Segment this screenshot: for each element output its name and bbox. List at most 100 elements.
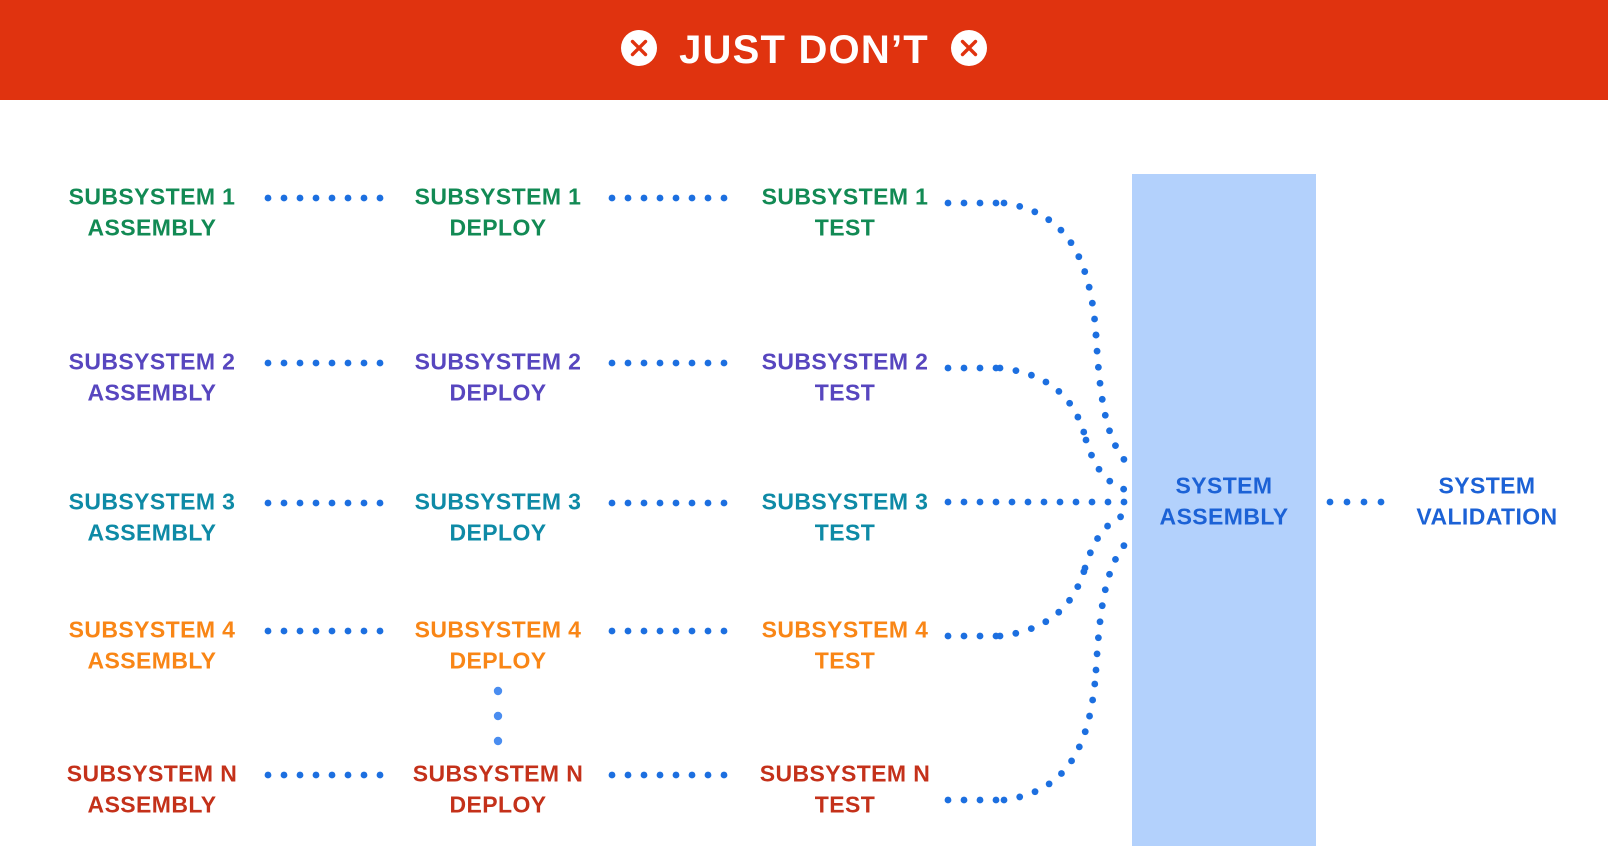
connector-dot: [960, 199, 968, 207]
connector-dot: [1072, 498, 1080, 506]
connector-dot: [1094, 634, 1102, 642]
node-subsystem-2-test[interactable]: SUBSYSTEM 2 TEST: [762, 347, 929, 410]
connector-dot: [1008, 498, 1016, 506]
connector-dot: [344, 194, 352, 202]
connector-dot: [360, 499, 368, 507]
connector-dot: [624, 771, 632, 779]
node-subsystem-n-test[interactable]: SUBSYSTEM N TEST: [760, 759, 931, 822]
node-subsystem-3-deploy[interactable]: SUBSYSTEM 3 DEPLOY: [415, 487, 582, 550]
connector-dot: [1055, 387, 1063, 395]
connector-dot: [1012, 629, 1020, 637]
connector-dot: [720, 771, 728, 779]
connector-dot: [1091, 680, 1099, 688]
connector-dot: [1092, 666, 1100, 674]
connector-dot: [344, 627, 352, 635]
connector-dot: [1088, 498, 1096, 506]
node-line-1: SUBSYSTEM 1: [761, 183, 929, 210]
node-line-1: SUBSYSTEM 2: [68, 348, 236, 375]
connector-dot: [1089, 696, 1097, 704]
node-line-2: VALIDATION: [1416, 504, 1558, 530]
connector-dot: [672, 627, 680, 635]
connector-dot: [992, 796, 1000, 804]
node-subsystem-n-assembly[interactable]: SUBSYSTEM N ASSEMBLY: [67, 759, 238, 822]
connector-dot: [976, 498, 984, 506]
node-subsystem-1-test[interactable]: SUBSYSTEM 1 TEST: [762, 182, 929, 245]
connector-dot: [992, 199, 1000, 207]
connector-dot: [1094, 363, 1102, 371]
node-system-validation[interactable]: SYSTEM VALIDATION: [1416, 471, 1557, 534]
connector-dot: [1080, 568, 1088, 576]
node-line-2: ASSEMBLY: [1159, 504, 1289, 530]
node-subsystem-4-assembly[interactable]: SUBSYSTEM 4 ASSEMBLY: [69, 615, 236, 678]
node-line-1: SUBSYSTEM 3: [761, 488, 929, 515]
connector-dot: [1075, 743, 1083, 751]
connector-dot: [264, 771, 272, 779]
connector-dot: [944, 498, 952, 506]
node-subsystem-2-assembly[interactable]: SUBSYSTEM 2 ASSEMBLY: [69, 347, 236, 410]
node-line-2: TEST: [814, 215, 876, 241]
node-subsystem-n-deploy[interactable]: SUBSYSTEM N DEPLOY: [413, 759, 584, 822]
connector-dot: [312, 499, 320, 507]
connector-dot: [1080, 428, 1088, 436]
ellipsis-dot: [493, 711, 503, 721]
connector-dot: [1016, 793, 1024, 801]
connector-dot: [608, 627, 616, 635]
node-subsystem-4-deploy[interactable]: SUBSYSTEM 4 DEPLOY: [415, 615, 582, 678]
connector-dot: [672, 771, 680, 779]
node-system-assembly[interactable]: SYSTEM ASSEMBLY: [1160, 471, 1289, 534]
connector-dot: [376, 627, 384, 635]
connector-dot: [1075, 253, 1083, 261]
connector-dot: [1112, 442, 1119, 450]
node-subsystem-2-deploy[interactable]: SUBSYSTEM 2 DEPLOY: [415, 347, 582, 410]
connector-dot: [624, 627, 632, 635]
connector-dot: [1104, 522, 1111, 530]
connector-dot: [280, 194, 288, 202]
connector-dot: [656, 194, 664, 202]
node-line-2: TEST: [814, 380, 876, 406]
connector-dot: [1031, 788, 1039, 796]
node-line-2: TEST: [814, 648, 876, 674]
connector-dot: [960, 632, 968, 640]
connector-dot: [1106, 477, 1114, 485]
connector-dot: [1027, 625, 1035, 633]
connector-dot: [976, 632, 984, 640]
connector-dot: [1096, 618, 1104, 626]
connector-dot: [656, 359, 664, 367]
connector-dot: [312, 194, 320, 202]
node-line-2: DEPLOY: [449, 792, 547, 818]
connector-dot: [1045, 780, 1053, 788]
connector-dot: [360, 194, 368, 202]
connector-dot: [1093, 347, 1101, 355]
connector-dot: [1074, 413, 1082, 421]
connector-dot: [1082, 436, 1090, 444]
connector-dot: [1081, 728, 1089, 736]
node-line-1: SUBSYSTEM 2: [761, 348, 929, 375]
connector-dot: [1055, 608, 1063, 616]
connector-dot: [992, 632, 1000, 640]
connector-dot: [1040, 498, 1048, 506]
node-subsystem-4-test[interactable]: SUBSYSTEM 4 TEST: [762, 615, 929, 678]
node-line-1: SUBSYSTEM 4: [68, 616, 236, 643]
connector-dot: [1094, 535, 1101, 542]
node-subsystem-1-deploy[interactable]: SUBSYSTEM 1 DEPLOY: [415, 182, 582, 245]
node-subsystem-3-test[interactable]: SUBSYSTEM 3 TEST: [762, 487, 929, 550]
connector-dot: [376, 359, 384, 367]
connector-dot: [1081, 564, 1089, 572]
connector-dot: [720, 627, 728, 635]
node-line-1: SUBSYSTEM 4: [761, 616, 929, 643]
connector-dot: [704, 771, 712, 779]
node-subsystem-3-assembly[interactable]: SUBSYSTEM 3 ASSEMBLY: [69, 487, 236, 550]
connector-dot: [264, 194, 272, 202]
connector-dot: [1098, 395, 1106, 403]
system-assembly-box: [1132, 174, 1316, 846]
connector-dot: [1056, 498, 1064, 506]
node-line-1: SUBSYSTEM 3: [414, 488, 582, 515]
connector-dot: [944, 364, 952, 372]
connector-dot: [296, 359, 304, 367]
page-title: JUST DON’T: [679, 28, 929, 72]
node-subsystem-1-assembly[interactable]: SUBSYSTEM 1 ASSEMBLY: [69, 182, 236, 245]
circle-x-icon-left: [621, 29, 658, 71]
ellipsis-dot: [493, 686, 503, 696]
pipeline-diagram: SUBSYSTEM 1 ASSEMBLY SUBSYSTEM 1 DEPLOY …: [0, 100, 1608, 846]
connector-dot: [1016, 202, 1024, 210]
